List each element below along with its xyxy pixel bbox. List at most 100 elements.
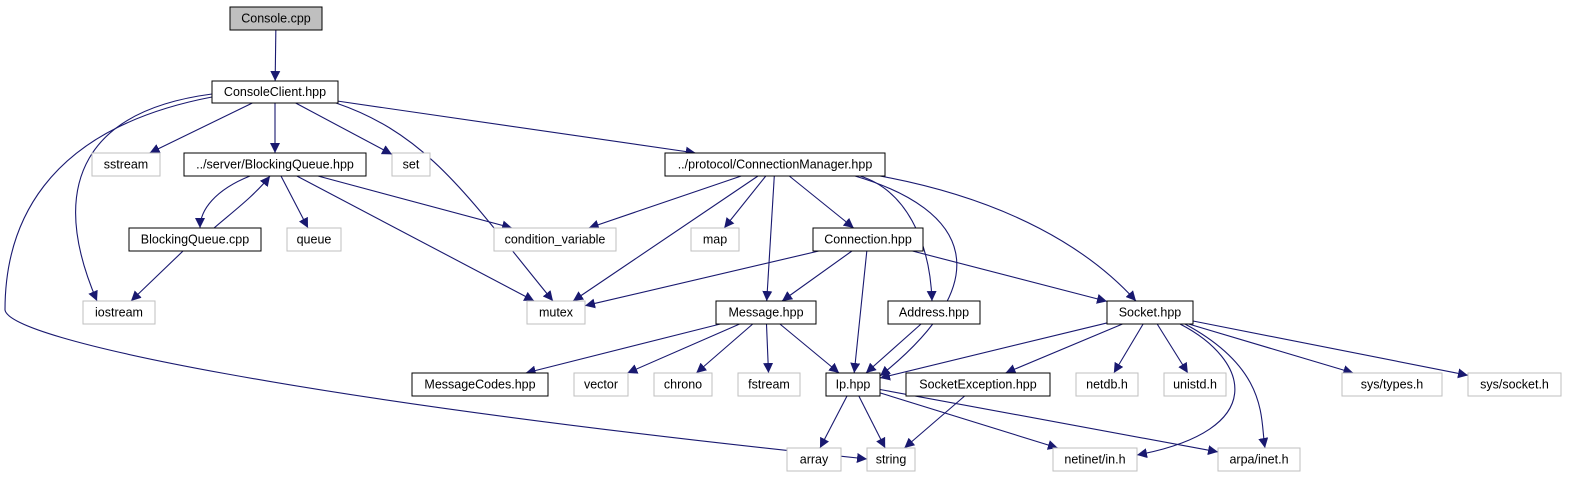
edge-server_bq-to-mutex xyxy=(296,175,535,302)
node-box xyxy=(211,80,339,104)
node-vector: vector xyxy=(573,372,629,397)
node-label: string xyxy=(876,453,907,467)
node-box xyxy=(573,372,629,397)
node-box xyxy=(411,372,549,397)
node-label: fstream xyxy=(748,378,790,392)
node-label: Message.hpp xyxy=(728,306,803,320)
node-label: condition_variable xyxy=(505,233,606,247)
node-conn-mgr[interactable]: ../protocol/ConnectionManager.hpp xyxy=(664,152,886,177)
edge-server_bq-to-queue xyxy=(280,175,309,229)
edge-console_client-to-iostream xyxy=(75,93,213,302)
edge-message-to-fstream xyxy=(763,323,774,374)
node-fstream: fstream xyxy=(737,372,801,397)
node-console-client[interactable]: ConsoleClient.hpp xyxy=(211,80,339,104)
node-box xyxy=(812,227,924,252)
node-label: map xyxy=(703,233,727,247)
node-queue: queue xyxy=(286,227,342,252)
node-string: string xyxy=(866,447,916,472)
node-socket[interactable]: Socket.hpp xyxy=(1106,300,1194,325)
edge-socket-to-unistd xyxy=(1156,323,1189,374)
edge-conn_mgr-to-socket xyxy=(879,175,1137,302)
edge-socket-to-arpa xyxy=(1184,323,1269,449)
node-sys-socket: sys/socket.h xyxy=(1467,372,1562,397)
edge-socket-to-netinet xyxy=(1136,323,1236,459)
node-box xyxy=(1217,447,1301,472)
edge-socket-to-ip xyxy=(879,322,1108,381)
node-msg-codes[interactable]: MessageCodes.hpp xyxy=(411,372,549,397)
node-label: netinet/in.h xyxy=(1064,453,1125,467)
node-box xyxy=(286,227,342,252)
node-box xyxy=(1052,447,1138,472)
node-label: ../server/BlockingQueue.hpp xyxy=(196,158,354,172)
node-arpa: arpa/inet.h xyxy=(1217,447,1301,472)
node-message[interactable]: Message.hpp xyxy=(715,300,817,325)
node-bq-cpp[interactable]: BlockingQueue.cpp xyxy=(128,227,262,252)
node-iostream: iostream xyxy=(82,300,156,325)
node-box xyxy=(82,300,156,325)
node-label: Address.hpp xyxy=(899,306,969,320)
edge-message-to-msg_codes xyxy=(525,323,721,376)
node-box xyxy=(1163,372,1227,397)
node-label: iostream xyxy=(95,306,143,320)
node-box xyxy=(229,6,323,31)
node-box xyxy=(825,372,881,397)
node-label: sys/types.h xyxy=(1361,378,1424,392)
edge-sock_exc-to-string xyxy=(903,395,966,449)
edge-bq_cpp-to-server_bq xyxy=(213,175,271,229)
edge-socket-to-sock_exc xyxy=(1005,323,1123,374)
edge-conn_mgr-to-mutex xyxy=(572,175,759,302)
node-box xyxy=(128,227,262,252)
edge-ip-to-string xyxy=(858,395,886,449)
node-box xyxy=(1341,372,1443,397)
node-box xyxy=(737,372,801,397)
edge-conn_mgr-to-message xyxy=(762,175,775,302)
edge-console_client-to-sstream xyxy=(149,102,253,154)
node-box xyxy=(905,372,1051,397)
node-box xyxy=(786,447,842,472)
edge-socket-to-netdb xyxy=(1113,323,1144,374)
edge-connection-to-ip xyxy=(850,250,868,374)
node-label: vector xyxy=(584,378,618,392)
node-label: Connection.hpp xyxy=(824,233,912,247)
edge-bq_cpp-to-iostream xyxy=(130,250,184,302)
edge-console_client-to-conn_mgr xyxy=(337,100,696,157)
node-sock-exc[interactable]: SocketException.hpp xyxy=(905,372,1051,397)
node-label: queue xyxy=(297,233,332,247)
node-label: arpa/inet.h xyxy=(1229,453,1288,467)
node-box xyxy=(391,152,431,177)
edge-ip-to-netinet xyxy=(879,392,1059,450)
node-label: mutex xyxy=(539,306,574,320)
node-box xyxy=(526,300,586,325)
node-unistd: unistd.h xyxy=(1163,372,1227,397)
node-set: set xyxy=(391,152,431,177)
node-box xyxy=(1106,300,1194,325)
edge-server_bq-to-bq_cpp xyxy=(195,175,251,229)
node-ip[interactable]: Ip.hpp xyxy=(825,372,881,397)
edge-ip-to-array xyxy=(819,395,848,449)
edges-layer xyxy=(4,29,1469,463)
edge-conn_mgr-to-map xyxy=(723,175,767,229)
edge-socket-to-sys_socket xyxy=(1192,320,1469,379)
edge-conn_mgr-to-ip xyxy=(854,175,958,377)
node-box xyxy=(690,227,740,252)
node-console-cpp[interactable]: Console.cpp xyxy=(229,6,323,31)
node-label: sstream xyxy=(104,158,148,172)
edge-console_client-to-string xyxy=(4,96,868,463)
node-box xyxy=(1467,372,1562,397)
edge-ip-to-arpa xyxy=(879,388,1219,456)
node-connection[interactable]: Connection.hpp xyxy=(812,227,924,252)
node-sstream: sstream xyxy=(91,152,161,177)
node-array: array xyxy=(786,447,842,472)
edge-server_bq-to-cond_var xyxy=(317,175,513,231)
node-label: sys/socket.h xyxy=(1480,378,1549,392)
node-map: map xyxy=(690,227,740,252)
node-address[interactable]: Address.hpp xyxy=(887,300,981,325)
node-box xyxy=(91,152,161,177)
edge-console_client-to-set xyxy=(295,102,393,155)
node-label: set xyxy=(403,158,420,172)
node-server-bq[interactable]: ../server/BlockingQueue.hpp xyxy=(183,152,367,177)
node-label: netdb.h xyxy=(1086,378,1128,392)
edge-message-to-chrono xyxy=(695,323,754,374)
edge-message-to-vector xyxy=(627,323,740,374)
